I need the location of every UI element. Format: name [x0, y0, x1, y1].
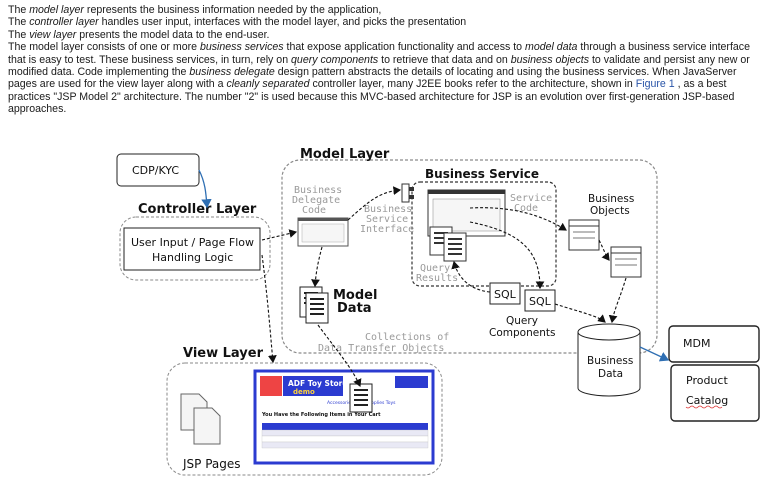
- figure-link[interactable]: Figure 1: [635, 78, 675, 91]
- product-catalog-box: [670, 364, 760, 422]
- service-interface-label-2: Service: [366, 214, 408, 225]
- description-segment: view layer: [29, 28, 77, 41]
- service-code-label-2: Code: [514, 203, 538, 214]
- svg-text:ADF Toy Store: ADF Toy Store: [288, 379, 347, 388]
- description-segment: The: [8, 16, 30, 29]
- model-data-to-view-arrow: [317, 324, 362, 388]
- business-service-title: Business Service: [425, 167, 539, 181]
- description-paragraph: The view layer presents the model data t…: [8, 29, 764, 41]
- sql-box-2: [524, 289, 556, 312]
- description-segment: business objects: [510, 53, 590, 66]
- sql-label-1: SQL: [494, 288, 517, 301]
- jsp-pages-icon: [180, 393, 221, 445]
- screenshot-document-icon: [349, 383, 373, 413]
- mdm-box: [668, 325, 760, 363]
- objects-to-data-arrow: [608, 277, 627, 324]
- cdp-kyc-arrow: [198, 169, 212, 209]
- controller-to-delegate-arrow: [261, 229, 298, 241]
- business-delegate-window: [297, 217, 349, 247]
- service-interface-label-3: Interface: [360, 224, 414, 235]
- description-paragraph: The model layer consists of one or more …: [8, 41, 764, 115]
- sql-to-results-arrow: [451, 260, 491, 293]
- business-data-cylinder: [577, 323, 641, 397]
- objects-link-arrow: [598, 239, 610, 261]
- product-catalog-label-2: Catalog: [686, 394, 728, 407]
- query-components-label-1: Query: [506, 315, 538, 327]
- description-segment: handles user input, interfaces with the …: [98, 16, 467, 29]
- delegate-to-model-data-arrow: [311, 246, 323, 288]
- description-segment: , as a best practices "JSP Model 2" arch…: [8, 78, 735, 116]
- sql-label-2: SQL: [529, 295, 552, 308]
- query-components-label-2: Components: [489, 327, 555, 339]
- description-segment: controller layer: [29, 16, 99, 29]
- service-interface-plug: [401, 183, 414, 203]
- description-segment: to validate and persist any new or modif…: [8, 53, 750, 79]
- description-segment: The: [8, 28, 30, 41]
- business-data-to-mdm-arrow: [639, 346, 670, 362]
- description-paragraph: The controller layer handles user input,…: [8, 16, 764, 28]
- description-segment: cleanly separated: [226, 78, 310, 91]
- description-segment: controller layer, many J2EE books refer …: [309, 78, 636, 91]
- jsp-pages-label: JSP Pages: [182, 457, 241, 471]
- business-object-icon-2: [610, 246, 642, 278]
- description-segment: business delegate: [189, 66, 275, 79]
- model-layer-title: Model Layer: [300, 147, 390, 162]
- controller-box: [123, 227, 261, 271]
- business-delegate-label-2: Delegate: [292, 195, 340, 206]
- query-results-documents: [429, 226, 467, 262]
- cdp-kyc-label: CDP/KYC: [132, 164, 179, 177]
- business-data-label-1: Business: [587, 355, 633, 367]
- business-objects-label-1: Business: [588, 193, 634, 205]
- description-segment: to retrieve that data and on: [378, 53, 511, 66]
- product-catalog-label-1: Product: [686, 374, 728, 387]
- model-data-documents: [299, 286, 329, 324]
- delegate-to-interface-arrow: [347, 186, 402, 221]
- view-layer-title: View Layer: [183, 346, 264, 361]
- controller-box-line-2: Handling Logic: [152, 251, 233, 264]
- controller-layer-title: Controller Layer: [138, 202, 257, 217]
- svg-text:You Have the Following Items i: You Have the Following Items in Your Car…: [261, 412, 381, 418]
- description-segment: presents the model data to the end-user.: [76, 28, 270, 41]
- business-service-container: [411, 181, 557, 287]
- service-interface-label-1: Business: [364, 204, 412, 215]
- description-segment: design pattern abstracts the details of …: [8, 66, 737, 91]
- description-segment: model data: [525, 41, 578, 54]
- sql-to-data-arrow: [554, 303, 606, 323]
- description-segment: The: [8, 4, 30, 16]
- description-segment: business services: [199, 41, 284, 54]
- catalog-underline: [685, 405, 723, 409]
- dto-label-1: Collections of: [365, 332, 449, 343]
- description-text: The model layer represents the business …: [8, 4, 764, 116]
- description-segment: The model layer consists of one or more: [8, 41, 200, 54]
- service-code-label-1: Service: [510, 193, 552, 204]
- model-layer-container: [281, 159, 658, 354]
- description-segment: through a business service interface tha…: [8, 41, 750, 66]
- controller-layer-container: [119, 216, 271, 281]
- business-data-label-2: Data: [598, 368, 623, 380]
- query-results-label-1: Query: [420, 263, 450, 274]
- dto-label-2: Data Transfer Objects: [318, 343, 444, 354]
- controller-to-view-arrow: [261, 254, 277, 364]
- view-screenshot: ADF Toy Store demo Accessories Dog Suppl…: [253, 369, 435, 465]
- business-object-icon-1: [568, 219, 600, 251]
- business-delegate-label-1: Business: [294, 185, 342, 196]
- service-to-sql-arrow: [469, 221, 545, 290]
- sql-box-1: [489, 282, 521, 305]
- model-data-label-2: Data: [337, 301, 372, 316]
- description-segment: represents the business information need…: [83, 4, 382, 16]
- query-results-label-2: Results: [416, 273, 458, 284]
- controller-box-line-1: User Input / Page Flow: [131, 236, 254, 249]
- model-data-label-1: Model: [333, 288, 377, 303]
- view-layer-container: [166, 362, 443, 476]
- mdm-label: MDM: [683, 337, 710, 350]
- service-to-objects-arrow: [469, 207, 567, 231]
- description-paragraph: The model layer represents the business …: [8, 4, 764, 16]
- svg-text:demo: demo: [293, 388, 315, 396]
- business-objects-label-2: Objects: [590, 205, 630, 217]
- description-segment: query components: [291, 53, 379, 66]
- business-delegate-label-3: Code: [302, 205, 326, 216]
- description-segment: that expose application functionality an…: [283, 41, 526, 54]
- description-segment: model layer: [29, 4, 84, 16]
